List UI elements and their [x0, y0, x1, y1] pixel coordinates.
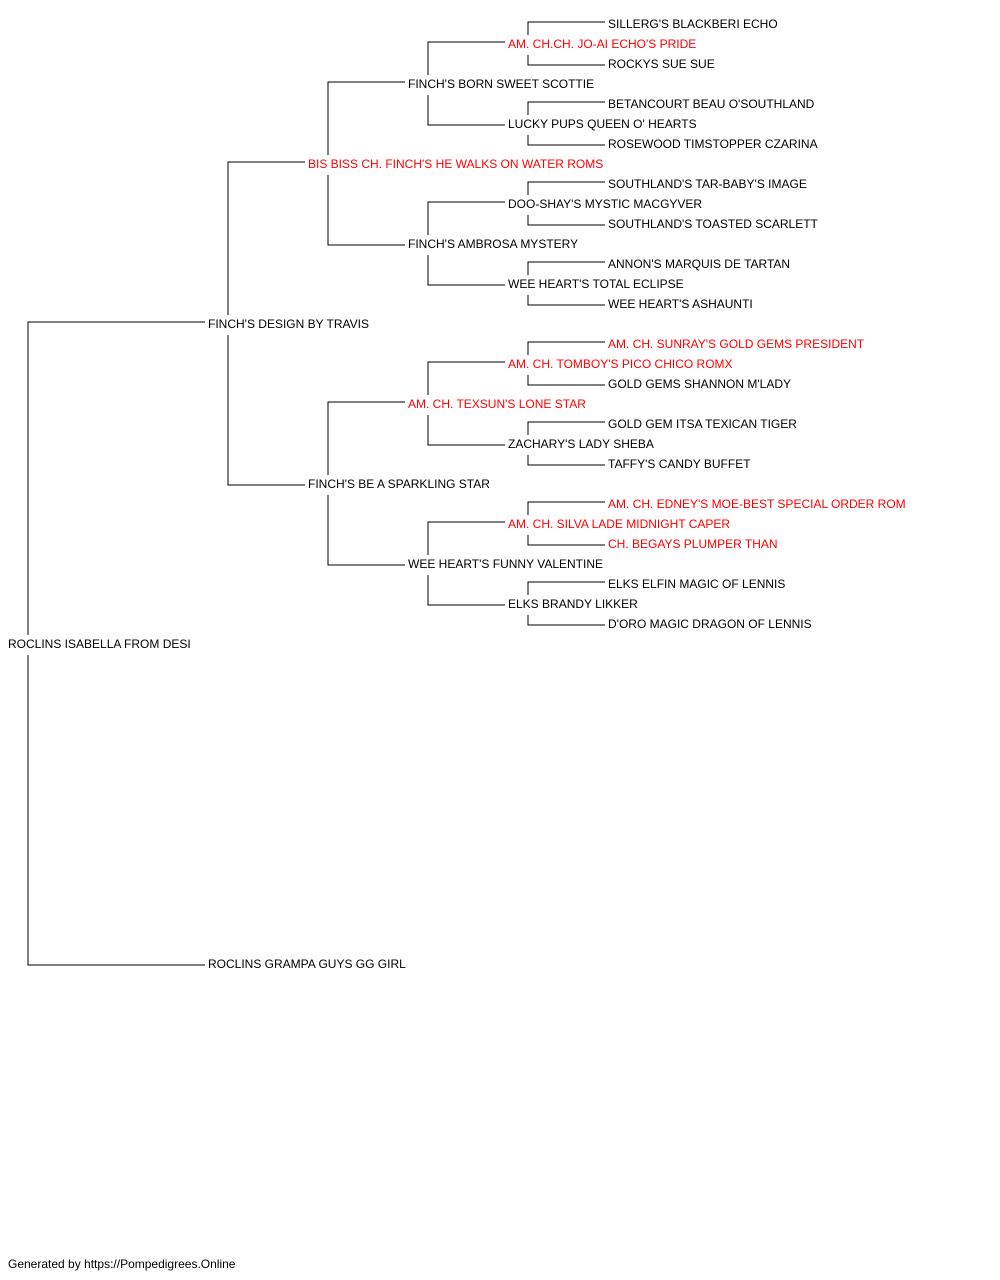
ancestor-name[interactable]: FINCH'S BORN SWEET SCOTTIE — [408, 77, 595, 91]
ancestor-name[interactable]: GOLD GEMS SHANNON M'LADY — [608, 377, 791, 391]
connector-line — [527, 295, 605, 306]
ancestor-name[interactable]: AM. CH. EDNEY'S MOE-BEST SPECIAL ORDER R… — [608, 497, 906, 511]
connector-line — [427, 415, 505, 446]
connector-line — [327, 81, 405, 155]
ancestor-name[interactable]: AM. CH. SUNRAY'S GOLD GEMS PRESIDENT — [608, 337, 865, 351]
connector-line — [427, 575, 505, 606]
sire-sire-name[interactable]: BIS BISS CH. FINCH'S HE WALKS ON WATER R… — [308, 157, 604, 171]
connector-line — [327, 401, 405, 475]
sire-name[interactable]: FINCH'S DESIGN BY TRAVIS — [208, 317, 369, 331]
connector-line — [27, 321, 205, 635]
connector-line — [427, 41, 505, 75]
ancestor-name[interactable]: TAFFY'S CANDY BUFFET — [608, 457, 751, 471]
connector-line — [527, 341, 605, 355]
connector-line — [527, 101, 605, 115]
connector-line — [227, 161, 305, 315]
ancestor-name[interactable]: ELKS BRANDY LIKKER — [508, 597, 638, 611]
ancestor-name[interactable]: GOLD GEM ITSA TEXICAN TIGER — [608, 417, 797, 431]
connector-line — [427, 255, 505, 286]
ancestor-name[interactable]: SOUTHLAND'S TAR-BABY'S IMAGE — [608, 177, 807, 191]
ancestor-name[interactable]: CH. BEGAYS PLUMPER THAN — [608, 537, 778, 551]
connector-line — [527, 581, 605, 595]
dam-name[interactable]: ROCLINS GRAMPA GUYS GG GIRL — [208, 957, 406, 971]
connector-line — [227, 335, 305, 486]
connector-line — [527, 535, 605, 546]
ancestor-name[interactable]: D'ORO MAGIC DRAGON OF LENNIS — [608, 617, 812, 631]
connector-line — [527, 181, 605, 195]
connector-line — [527, 375, 605, 386]
ancestor-name[interactable]: ROCKYS SUE SUE — [608, 57, 715, 71]
connector-line — [327, 495, 405, 566]
ancestor-name[interactable]: AM. CH. TOMBOY'S PICO CHICO ROMX — [508, 357, 733, 371]
connector-line — [27, 655, 205, 966]
ancestor-name[interactable]: SILLERG'S BLACKBERI ECHO — [608, 17, 778, 31]
ancestor-name[interactable]: WEE HEART'S TOTAL ECLIPSE — [508, 277, 684, 291]
connector-line — [527, 55, 605, 66]
ancestor-name[interactable]: FINCH'S AMBROSA MYSTERY — [408, 237, 579, 251]
ancestor-name[interactable]: SOUTHLAND'S TOASTED SCARLETT — [608, 217, 818, 231]
sire-dam-name[interactable]: FINCH'S BE A SPARKLING STAR — [308, 477, 490, 491]
connector-line — [527, 261, 605, 275]
connector-line — [527, 215, 605, 226]
ancestor-name[interactable]: WEE HEART'S FUNNY VALENTINE — [408, 557, 603, 571]
ancestor-name[interactable]: AM. CH. SILVA LADE MIDNIGHT CAPER — [508, 517, 731, 531]
connector-line — [527, 455, 605, 466]
connector-line — [427, 201, 505, 235]
ancestor-name[interactable]: ZACHARY'S LADY SHEBA — [508, 437, 654, 451]
ancestor-name[interactable]: ELKS ELFIN MAGIC OF LENNIS — [608, 577, 786, 591]
connector-line — [427, 361, 505, 395]
ancestor-name[interactable]: BETANCOURT BEAU O'SOUTHLAND — [608, 97, 815, 111]
subject-name[interactable]: ROCLINS ISABELLA FROM DESI — [8, 637, 191, 651]
ancestor-name[interactable]: WEE HEART'S ASHAUNTI — [608, 297, 753, 311]
connector-line — [527, 21, 605, 35]
connector-line — [427, 95, 505, 126]
connector-line — [527, 421, 605, 435]
connector-line — [427, 521, 505, 555]
connector-line — [527, 615, 605, 626]
connector-line — [527, 501, 605, 515]
ancestor-name[interactable]: ROSEWOOD TIMSTOPPER CZARINA — [608, 137, 818, 151]
ancestor-name[interactable]: AM. CH.CH. JO-AI ECHO'S PRIDE — [508, 37, 697, 51]
ancestor-name[interactable]: DOO-SHAY'S MYSTIC MACGYVER — [508, 197, 703, 211]
ancestor-name[interactable]: AM. CH. TEXSUN'S LONE STAR — [408, 397, 586, 411]
connector-line — [327, 175, 405, 246]
generated-by-footer: Generated by https://Pompedigrees.Online — [8, 1257, 236, 1271]
ancestor-name[interactable]: LUCKY PUPS QUEEN O' HEARTS — [508, 117, 697, 131]
connector-line — [527, 135, 605, 146]
ancestor-name[interactable]: ANNON'S MARQUIS DE TARTAN — [608, 257, 791, 271]
